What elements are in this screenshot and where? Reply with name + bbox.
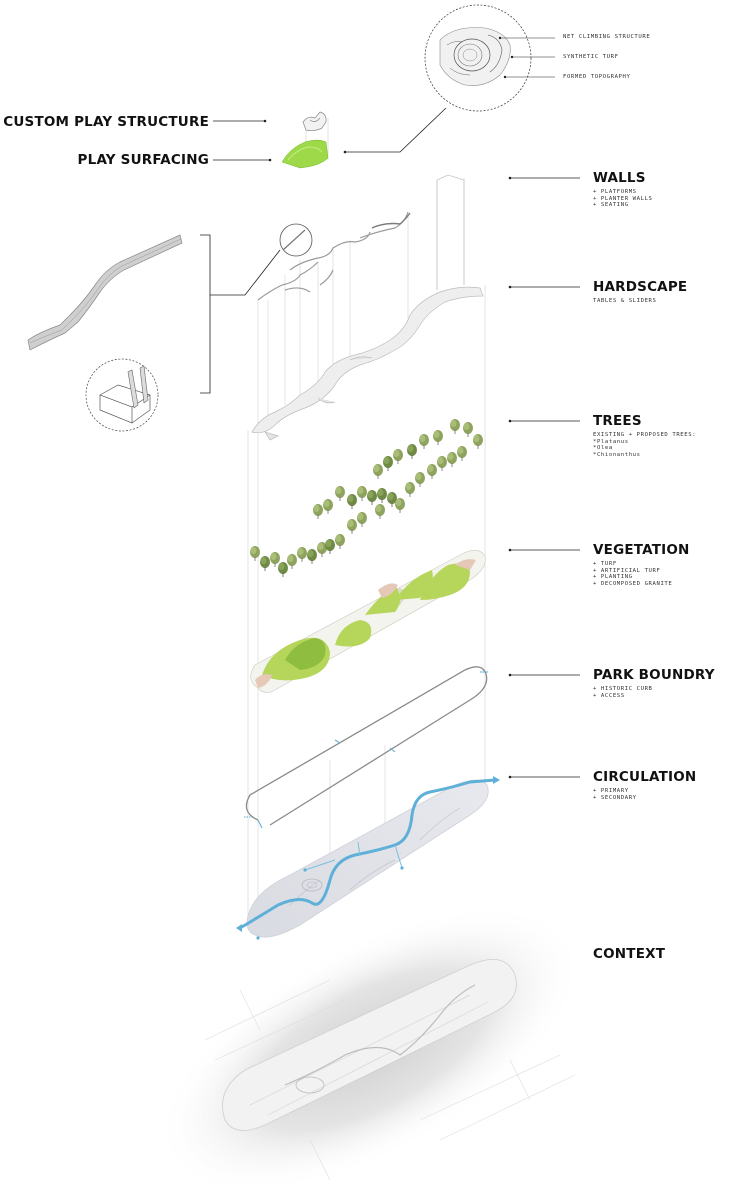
label-circulation: CIRCULATION	[593, 769, 697, 785]
context-layer	[156, 905, 584, 1195]
hardscape-sublist: TABLES & SLIDERS	[593, 298, 657, 304]
primary-path	[238, 778, 497, 930]
label-vegetation: VEGETATION	[593, 542, 690, 558]
vegetation-layer	[250, 549, 486, 693]
label-play-surfacing: PLAY SURFACING	[77, 152, 209, 168]
play-detail-callout	[345, 4, 555, 153]
trees-layer	[249, 418, 484, 578]
walls-sublist: + PLATFORMS + PLANTER WALLS + SEATING	[593, 189, 653, 209]
circulation-layer	[236, 776, 500, 940]
label-walls: WALLS	[593, 170, 646, 186]
wall-detail-callout	[200, 223, 313, 394]
callout-formed-topography: FORMED TOPOGRAPHY	[563, 74, 631, 80]
circulation-sublist: + PRIMARY + SECONDARY	[593, 788, 637, 801]
callout-synthetic-turf: SYNTHETIC TURF	[563, 54, 619, 60]
label-hardscape: HARDSCAPE	[593, 279, 688, 295]
label-custom-play-structure: CUSTOM PLAY STRUCTURE	[3, 114, 209, 130]
label-trees: TREES	[593, 413, 642, 429]
seating-detail-callout	[85, 358, 159, 432]
vegetation-sublist: + TURF + ARTIFICIAL TURF + PLANTING + DE…	[593, 561, 673, 587]
park-boundry-sublist: + HISTORIC CURB + ACCESS	[593, 686, 653, 699]
wall-profile-detail	[27, 234, 183, 351]
walls-layer	[257, 174, 465, 301]
callout-net-climbing: NET CLIMBING STRUCTURE	[563, 34, 651, 40]
park-boundry-layer	[244, 666, 488, 829]
label-park-boundry: PARK BOUNDRY	[593, 667, 715, 683]
custom-play-structure-shape	[302, 111, 327, 132]
trees-sublist: EXISTING + PROPOSED TREES: *Platanus *Ol…	[593, 432, 697, 458]
leader-lines	[213, 120, 580, 778]
hardscape-layer	[251, 286, 484, 441]
play-surfacing-shape	[281, 139, 329, 169]
label-context: CONTEXT	[593, 946, 666, 962]
